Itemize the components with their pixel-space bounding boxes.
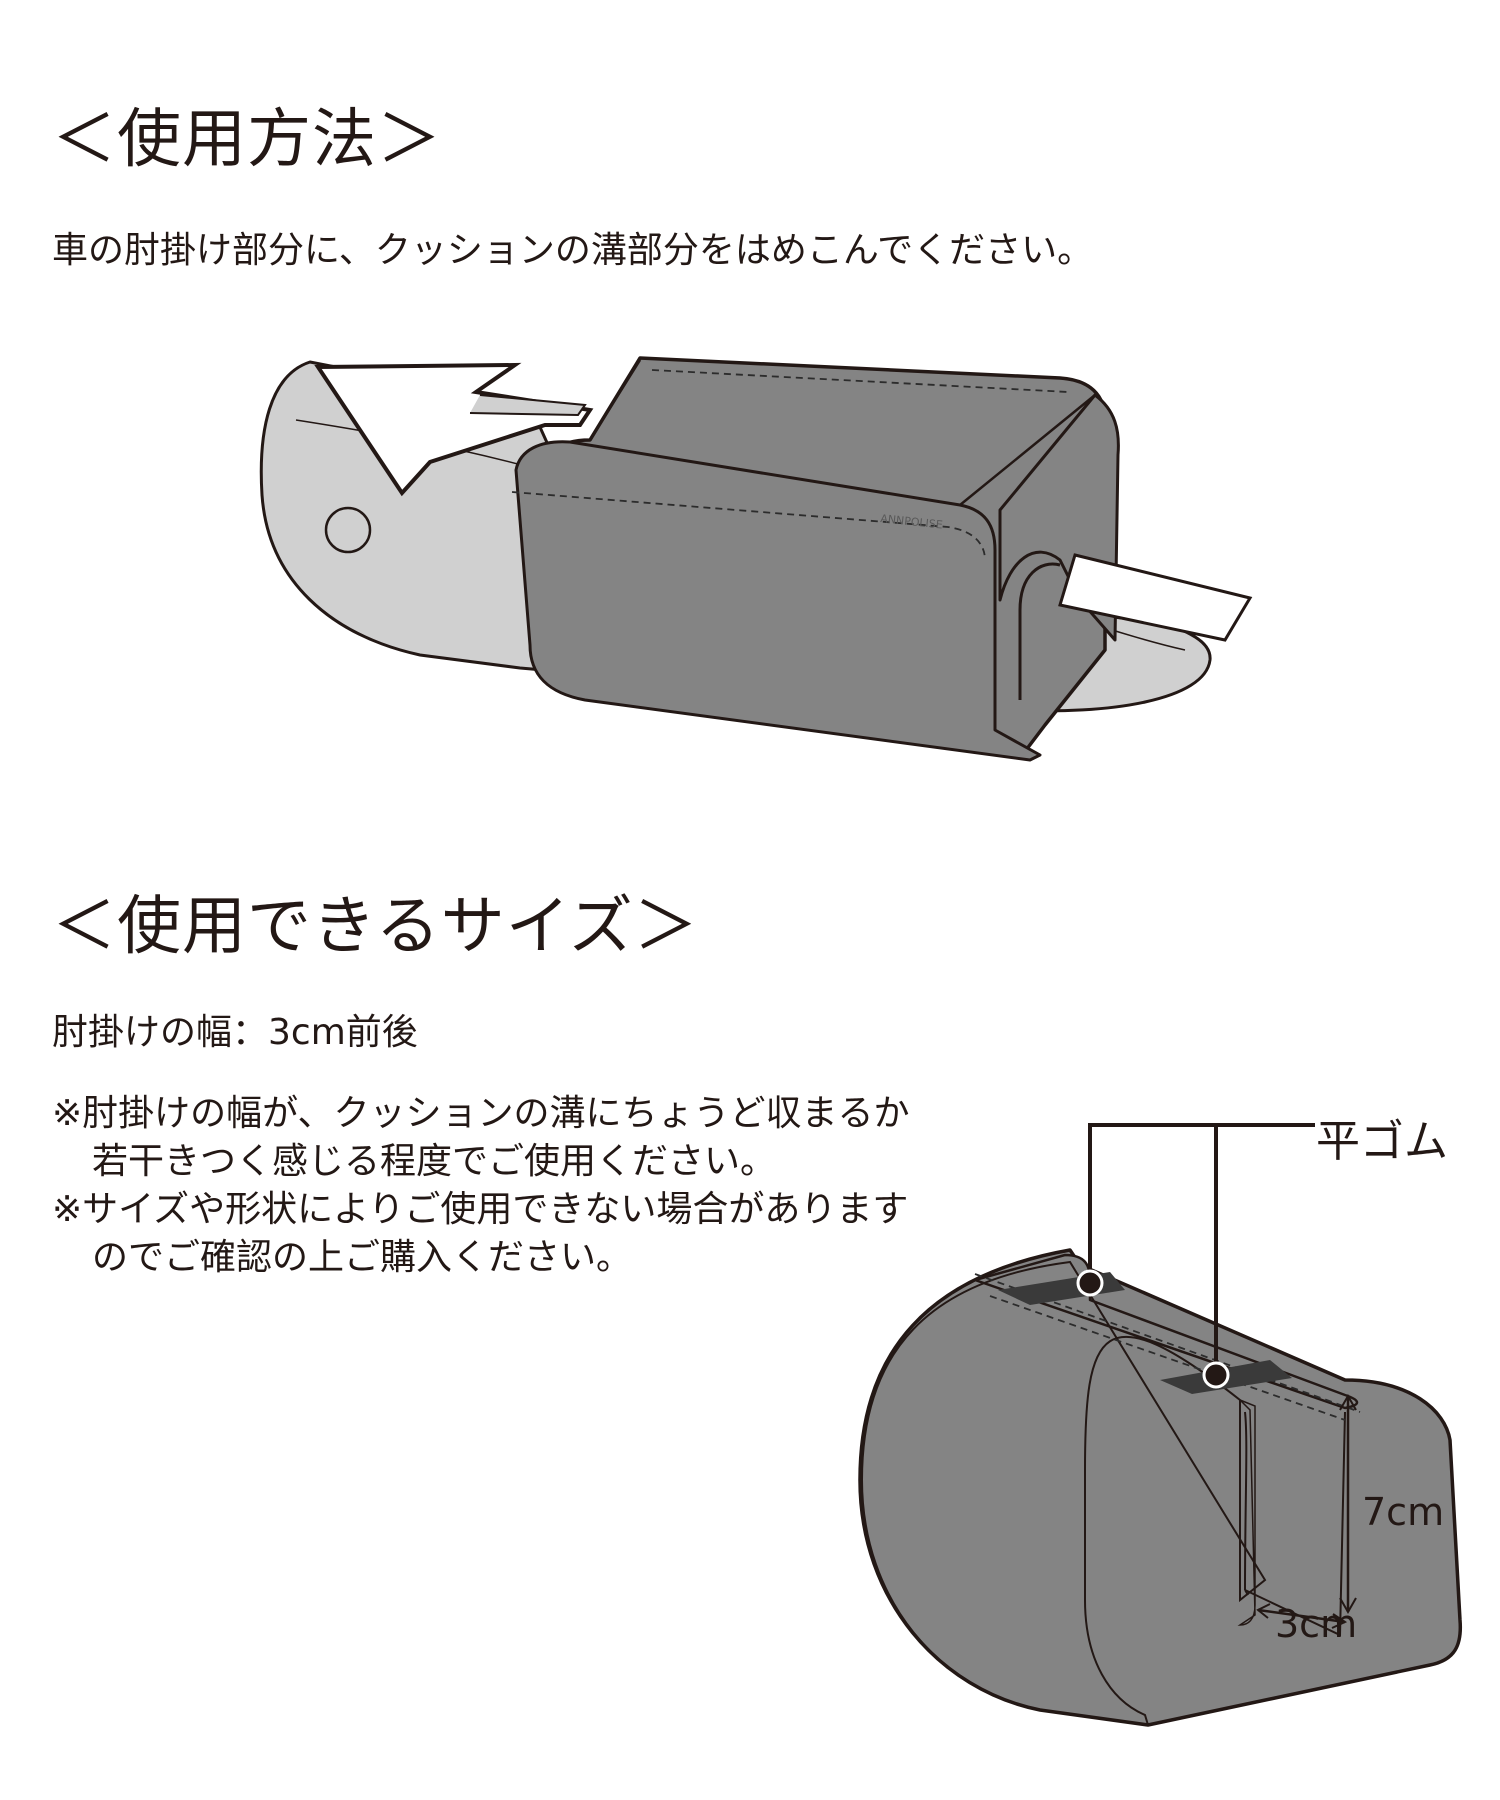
note-line-4: のでご確認の上ご購入ください。 — [92, 1237, 633, 1278]
callout-dot-2 — [1202, 1361, 1230, 1389]
armrest-button — [324, 506, 372, 554]
width-dimension-line — [1257, 1608, 1346, 1624]
width-label: 3cm — [1275, 1602, 1358, 1646]
callout-dot-1 — [1076, 1269, 1104, 1297]
callout-lines — [1088, 1123, 1315, 1375]
size-heading: ＜使用できるサイズ＞ — [52, 890, 699, 964]
direction-arrow — [314, 362, 594, 497]
elastic-band-label: 平ゴム — [1316, 1116, 1448, 1167]
usage-heading: ＜使用方法＞ — [52, 103, 442, 177]
note-line-2: 若干きつく感じる程度でご使用ください。 — [92, 1141, 777, 1182]
height-label: 7cm — [1362, 1490, 1445, 1534]
usage-instruction: 車の肘掛け部分に、クッションの溝部分をはめこんでください。 — [52, 230, 1094, 271]
note-line-3: ※サイズや形状によりご使用できない場合があります — [52, 1189, 909, 1230]
armrest-width-spec: 肘掛けの幅：3cm前後 — [52, 1012, 418, 1053]
usage-illustration: ANNPOLISE — [259, 356, 1253, 762]
cushion-side-body — [858, 1248, 1463, 1727]
note-line-1: ※肘掛けの幅が、クッションの溝にちょうど収まるか — [52, 1093, 910, 1134]
size-illustration — [858, 1123, 1463, 1727]
groove-shape — [1237, 1399, 1256, 1626]
